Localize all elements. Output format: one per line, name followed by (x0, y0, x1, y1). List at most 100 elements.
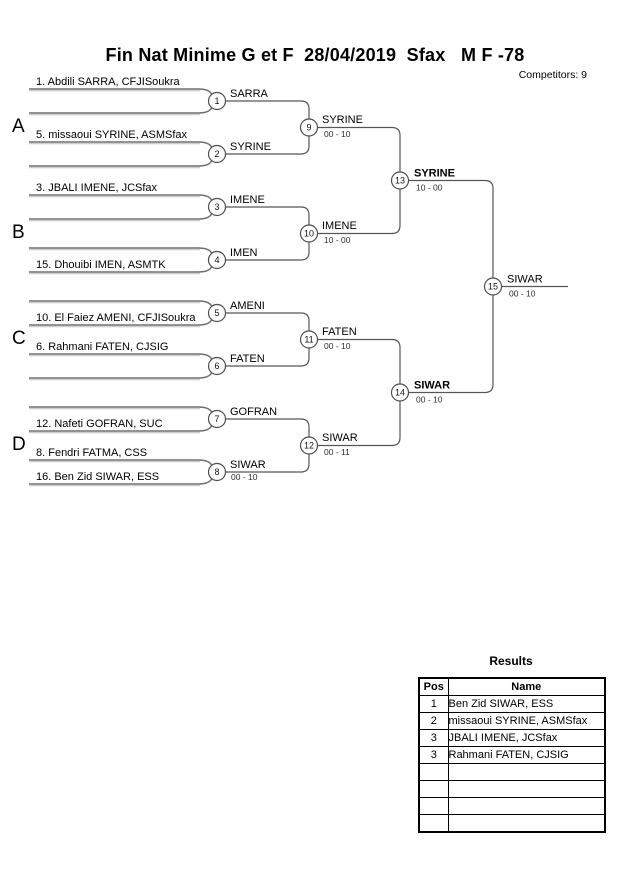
match-number: 13 (395, 176, 405, 186)
match-number: 12 (304, 441, 314, 451)
match-node-10: 10 IMENE 10 - 00 (299, 220, 357, 245)
match-winner: SYRINE (230, 141, 271, 153)
connector-lines (225, 100, 568, 473)
table-row: 2 missaoui SYRINE, ASMSfax (418, 712, 606, 730)
section-label-a: A (12, 116, 25, 137)
match-circle (207, 144, 227, 164)
slot-line-shadows (29, 90, 200, 487)
match-winner: SYRINE (414, 168, 455, 180)
match-score: 00 - 10 (324, 129, 351, 139)
seed-label: 5. missaoui SYRINE, ASMSfax (36, 129, 187, 141)
seed-label: 16. Ben Zid SIWAR, ESS (36, 471, 159, 483)
seed-label: 8. Fendri FATMA, CSS (36, 447, 147, 459)
match-number: 2 (214, 149, 219, 159)
match-number: 4 (214, 255, 219, 265)
cell-name: Rahmani FATEN, CJSIG (447, 746, 606, 764)
cell-pos (418, 797, 449, 815)
match-number: 6 (214, 361, 219, 371)
match-node-7: 7 GOFRAN (207, 406, 277, 429)
table-row (418, 780, 606, 798)
match-circle (207, 197, 227, 217)
match-number: 9 (306, 123, 311, 133)
match-number: 5 (214, 308, 219, 318)
match-winner: SIWAR (322, 432, 358, 444)
match-score: 00 - 10 (509, 289, 536, 299)
results-title: Results (489, 654, 533, 668)
match-number: 11 (304, 335, 313, 345)
cell-pos (418, 780, 449, 798)
seed-label: 10. El Faiez AMENI, CFJISoukra (36, 312, 196, 324)
match-winner: SIWAR (414, 380, 450, 392)
match-circle (299, 224, 319, 243)
match-score: 00 - 10 (231, 472, 258, 482)
cell-pos: 2 (418, 712, 449, 730)
match-winner: FATEN (322, 326, 357, 338)
match-circle (390, 383, 410, 402)
page-title: Fin Nat Minime G et F 28/04/2019 Sfax M … (105, 45, 525, 65)
match-winner: SIWAR (507, 274, 543, 286)
cell-pos (418, 814, 449, 833)
seed-label: 15. Dhouibi IMEN, ASMTK (36, 259, 166, 271)
match-winner: SIWAR (230, 459, 266, 471)
cell-name: missaoui SYRINE, ASMSfax (447, 712, 606, 730)
match-node-9: 9 SYRINE 00 - 10 (299, 114, 363, 139)
match-number: 3 (214, 202, 219, 212)
slot-lines (29, 88, 213, 485)
table-row: 1 Ben Zid SIWAR, ESS (418, 695, 606, 713)
match-score: 00 - 11 (324, 447, 350, 457)
match-circle (299, 118, 319, 137)
match-winner: IMEN (230, 247, 258, 259)
cell-name: JBALI IMENE, JCSfax (447, 729, 606, 747)
match-node-11: 11 FATEN 00 - 10 (299, 326, 357, 351)
section-label-b: B (12, 222, 25, 243)
table-row (418, 814, 606, 833)
match-winner: IMENE (230, 194, 265, 206)
seed-label: 6. Rahmani FATEN, CJSIG (36, 341, 168, 353)
match-winner: AMENI (230, 300, 265, 312)
match-circle (207, 303, 227, 323)
match-number: 10 (304, 229, 314, 239)
match-node-5: 5 AMENI (207, 300, 265, 323)
match-node-1: 1 SARRA (207, 88, 269, 111)
match-node-6: 6 FATEN (207, 353, 265, 376)
match-node-2: 2 SYRINE (207, 141, 271, 164)
match-circle (207, 250, 227, 270)
section-label-c: C (12, 328, 26, 349)
match-score: 00 - 10 (324, 341, 351, 351)
cell-name (447, 814, 606, 833)
section-label-d: D (12, 434, 26, 455)
results-table: Pos Name 1 Ben Zid SIWAR, ESS 2 missaoui… (418, 677, 606, 833)
table-row: 3 Rahmani FATEN, CJSIG (418, 746, 606, 764)
match-circle (483, 277, 503, 296)
match-winner: FATEN (230, 353, 265, 365)
match-winner: GOFRAN (230, 406, 277, 418)
cell-pos: 3 (418, 746, 449, 764)
seed-label: 12. Nafeti GOFRAN, SUC (36, 418, 163, 430)
bracket-diagram: A B C D 1. Abdili SARRA, CFJISoukra 5. m… (12, 76, 568, 487)
match-circle (207, 462, 227, 482)
table-row (418, 797, 606, 815)
cell-name: Ben Zid SIWAR, ESS (447, 695, 606, 713)
match-circle (207, 91, 227, 111)
match-circle (207, 409, 227, 429)
match-number: 14 (395, 388, 405, 398)
match-circle (299, 330, 319, 349)
match-node-12: 12 SIWAR 00 - 11 (299, 432, 358, 457)
table-header-row: Pos Name (418, 677, 606, 696)
match-number: 7 (214, 414, 219, 424)
table-row (418, 763, 606, 781)
seed-label: 1. Abdili SARRA, CFJISoukra (36, 76, 181, 88)
cell-pos (418, 763, 449, 781)
match-winner: IMENE (322, 220, 357, 232)
col-header-pos: Pos (418, 677, 449, 696)
match-score: 00 - 10 (416, 395, 443, 405)
match-number: 1 (214, 96, 219, 106)
cell-name (447, 763, 606, 781)
match-node-8: 8 SIWAR 00 - 10 (207, 459, 266, 482)
seed-label: 3. JBALI IMENE, JCSfax (36, 182, 158, 194)
match-score: 10 - 00 (324, 235, 351, 245)
match-number: 8 (214, 467, 219, 477)
cell-name (447, 780, 606, 798)
table-row: 3 JBALI IMENE, JCSfax (418, 729, 606, 747)
